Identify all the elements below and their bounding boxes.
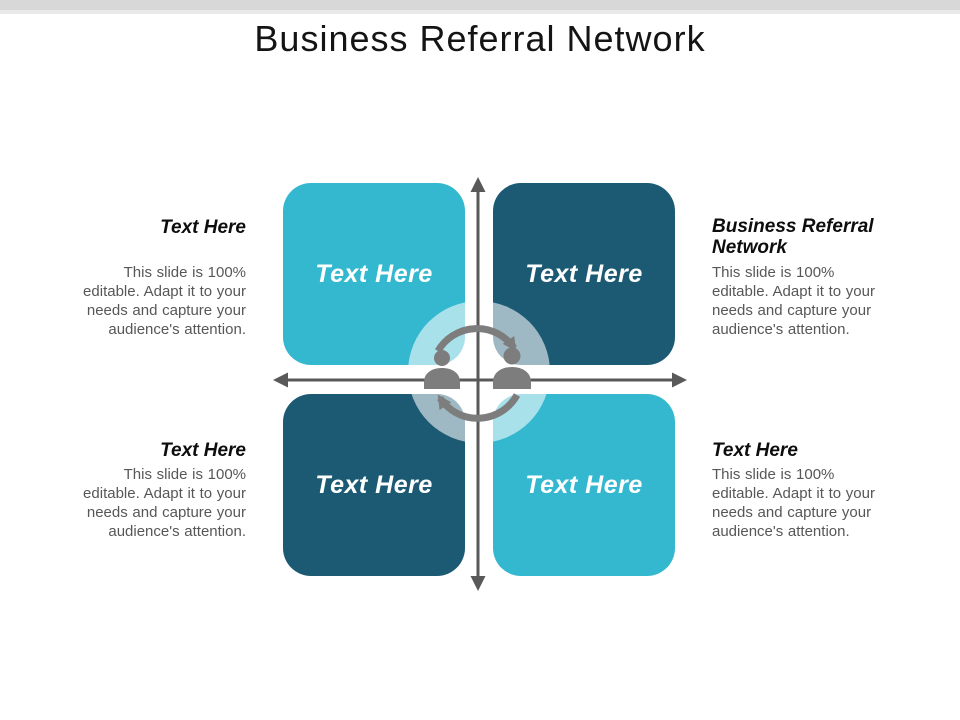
quadrant-top-right[interactable]: Text Here [493, 183, 675, 365]
top-bar [0, 0, 960, 14]
callout-bottom-left[interactable]: Text Here This slide is 100% editable. A… [68, 440, 246, 541]
quadrant-top-left[interactable]: Text Here [283, 183, 465, 365]
callout-body: This slide is 100% editable. Adapt it to… [712, 264, 875, 338]
quadrant-bottom-right[interactable]: Text Here [493, 394, 675, 576]
callout-body: This slide is 100% editable. Adapt it to… [83, 264, 246, 338]
callout-heading: Text Here [712, 440, 798, 461]
quadrant-bottom-left[interactable]: Text Here [283, 394, 465, 576]
callout-bottom-right[interactable]: Text Here This slide is 100% editable. A… [712, 440, 890, 541]
callout-top-right[interactable]: Business Referral Network This slide is … [712, 216, 890, 339]
slide-title[interactable]: Business Referral Network [254, 18, 706, 59]
callout-top-left[interactable]: Text Here This slide is 100% editable. A… [68, 217, 246, 339]
callout-body: This slide is 100% editable. Adapt it to… [83, 466, 246, 540]
callout-heading: Text Here [160, 217, 246, 238]
callout-heading: Text Here [160, 440, 246, 461]
quadrant-label: Text Here [315, 259, 433, 288]
quadrant-label: Text Here [525, 470, 643, 499]
callout-body: This slide is 100% editable. Adapt it to… [712, 466, 875, 540]
callout-heading: Business Referral Network [712, 216, 874, 258]
quadrant-label: Text Here [525, 259, 643, 288]
quadrant-label: Text Here [315, 470, 433, 499]
